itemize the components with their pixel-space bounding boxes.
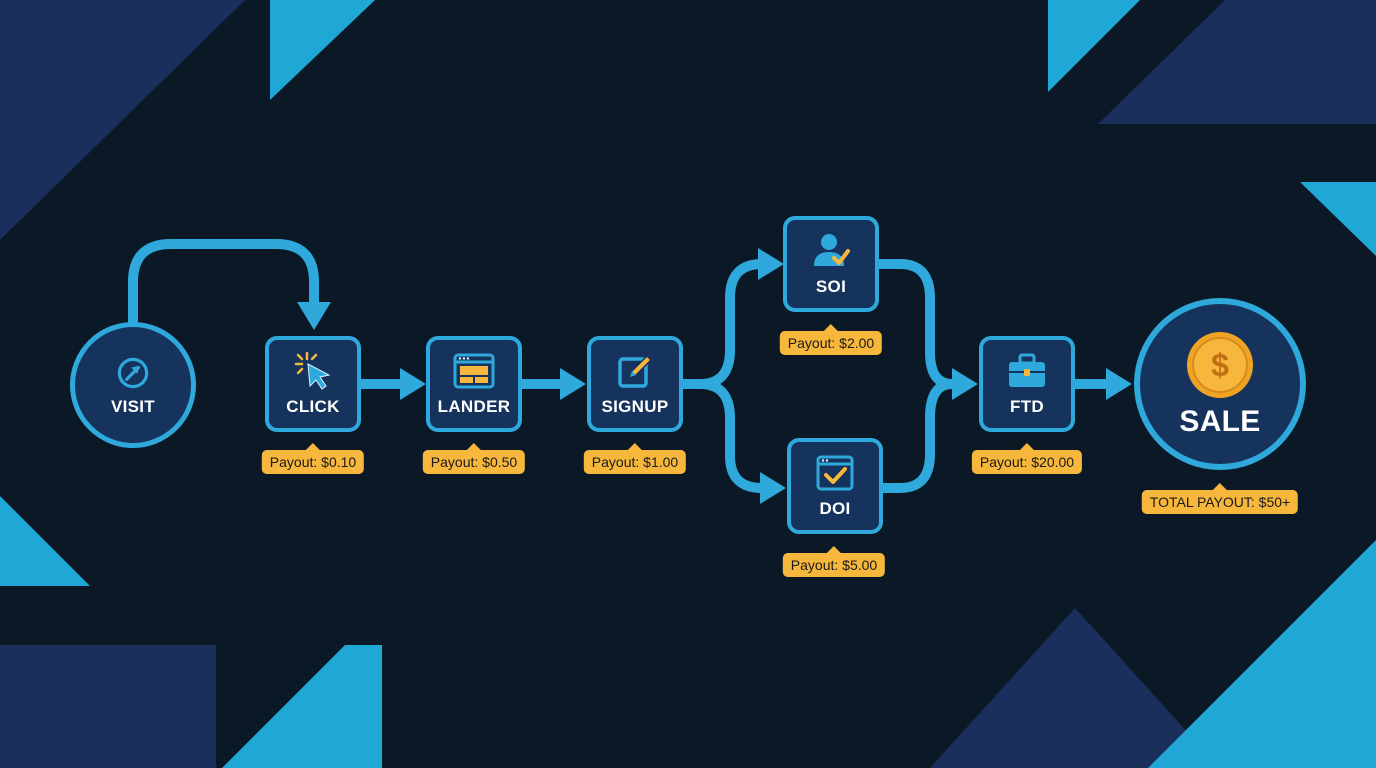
compass-arrow-icon — [117, 357, 149, 389]
payout-badge-ftd: Payout: $20.00 — [971, 443, 1083, 474]
node-ftd: FTD — [979, 336, 1075, 432]
payout-badge-lander: Payout: $0.50 — [422, 443, 526, 474]
arrow-signup-to-doi — [695, 379, 767, 493]
node-sale: $ SALE — [1134, 298, 1306, 470]
payout-badge-signup: Payout: $1.00 — [583, 443, 687, 474]
payout-badge-total: TOTAL PAYOUT: $50+ — [1141, 483, 1299, 514]
node-label: SOI — [815, 277, 847, 296]
bg-shape-bottom-right-navy — [930, 608, 1220, 768]
payout-badge-click: Payout: $0.10 — [261, 443, 365, 474]
node-signup: SIGNUP — [587, 336, 683, 432]
node-label: FTD — [1010, 397, 1044, 416]
cursor-click-icon — [294, 351, 331, 390]
node-doi: DOI — [787, 438, 883, 534]
arrowhead-click — [297, 302, 331, 330]
arrowhead-signup — [560, 368, 586, 400]
pencil-edit-icon — [618, 354, 653, 388]
node-click: CLICK — [265, 336, 361, 432]
node-lander: LANDER — [426, 336, 522, 432]
node-label: SALE — [1179, 405, 1261, 438]
payout-badge-soi: Payout: $2.00 — [779, 324, 883, 355]
payout-badge-doi: Payout: $5.00 — [782, 546, 886, 577]
arrow-signup-to-soi — [679, 259, 767, 389]
bg-shape-bottom-left-navy — [0, 645, 216, 768]
node-label: VISIT — [110, 397, 155, 416]
bg-shape-right-cyan — [1300, 182, 1376, 256]
svg-text:$: $ — [1211, 347, 1229, 383]
node-label: SIGNUP — [601, 397, 669, 416]
arrow-soi-to-ftd — [873, 259, 957, 389]
arrow-doi-to-ftd — [877, 379, 957, 493]
arrowhead-sale — [1106, 368, 1132, 400]
bg-shape-left-cyan — [0, 496, 90, 586]
arrowhead-ftd — [952, 368, 978, 400]
arrowhead-doi — [760, 472, 786, 504]
node-label: LANDER — [437, 397, 511, 416]
browser-window-icon — [453, 353, 495, 389]
bg-shape-top-left-navy — [0, 0, 245, 240]
dollar-coin-icon: $ — [1187, 332, 1253, 398]
bg-shape-top-left-cyan — [270, 0, 375, 100]
arrowhead-soi — [758, 248, 784, 280]
bg-shape-top-right-navy — [1098, 0, 1376, 124]
bg-shape-bottom-left-cyan — [222, 645, 382, 768]
user-check-icon — [814, 234, 850, 266]
bg-shape-bottom-right-cyan — [1148, 540, 1376, 768]
arrowhead-lander — [400, 368, 426, 400]
node-label: CLICK — [286, 397, 340, 416]
node-visit: VISIT — [70, 322, 196, 448]
arrow-visit-to-click — [128, 239, 319, 327]
window-checkmark-icon — [816, 455, 854, 491]
node-soi: SOI — [783, 216, 879, 312]
node-label: DOI — [819, 499, 851, 518]
bg-shape-top-right-cyan — [1048, 0, 1140, 92]
briefcase-icon — [1009, 353, 1045, 387]
